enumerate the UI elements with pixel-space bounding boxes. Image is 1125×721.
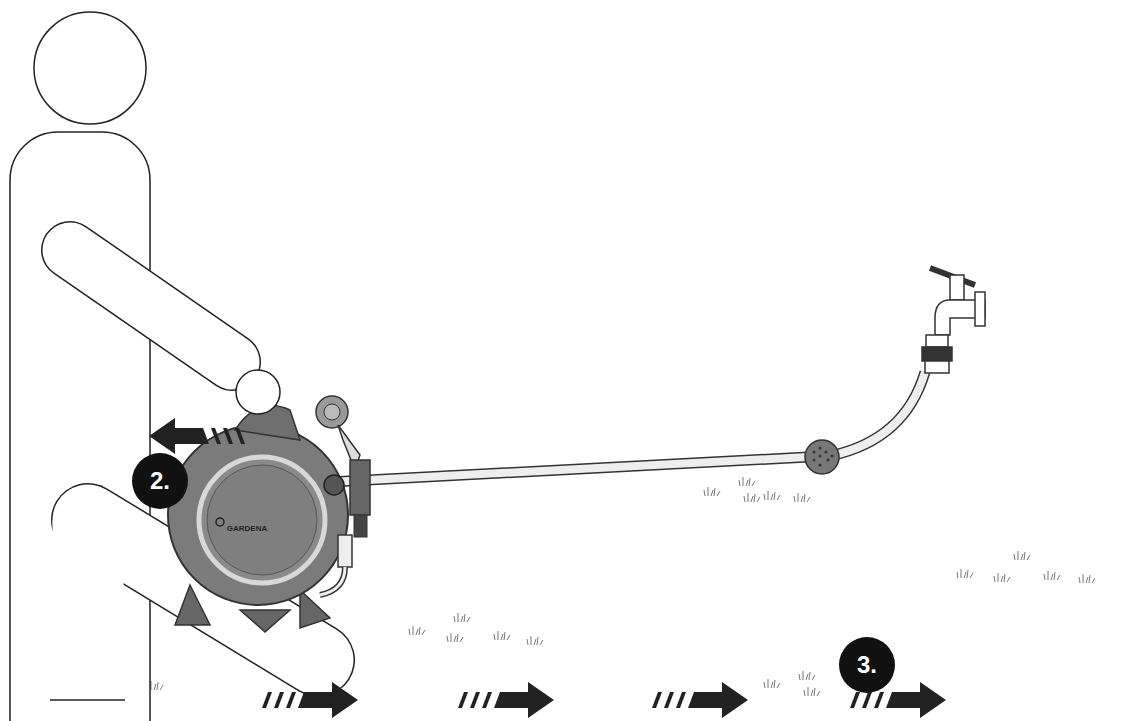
callout-disc: [839, 637, 895, 693]
person-figure: [10, 12, 318, 721]
callout-disc: [132, 453, 188, 509]
callout-number: 3.: [839, 651, 895, 680]
brand-logo: GARDENA: [212, 524, 282, 534]
garden-hose: [330, 372, 925, 482]
callout-number: 2.: [132, 467, 188, 496]
water-tap: [922, 268, 985, 373]
person-arm: [70, 250, 280, 414]
walk-arrows: [262, 682, 946, 718]
pull-arrow: [149, 418, 245, 454]
